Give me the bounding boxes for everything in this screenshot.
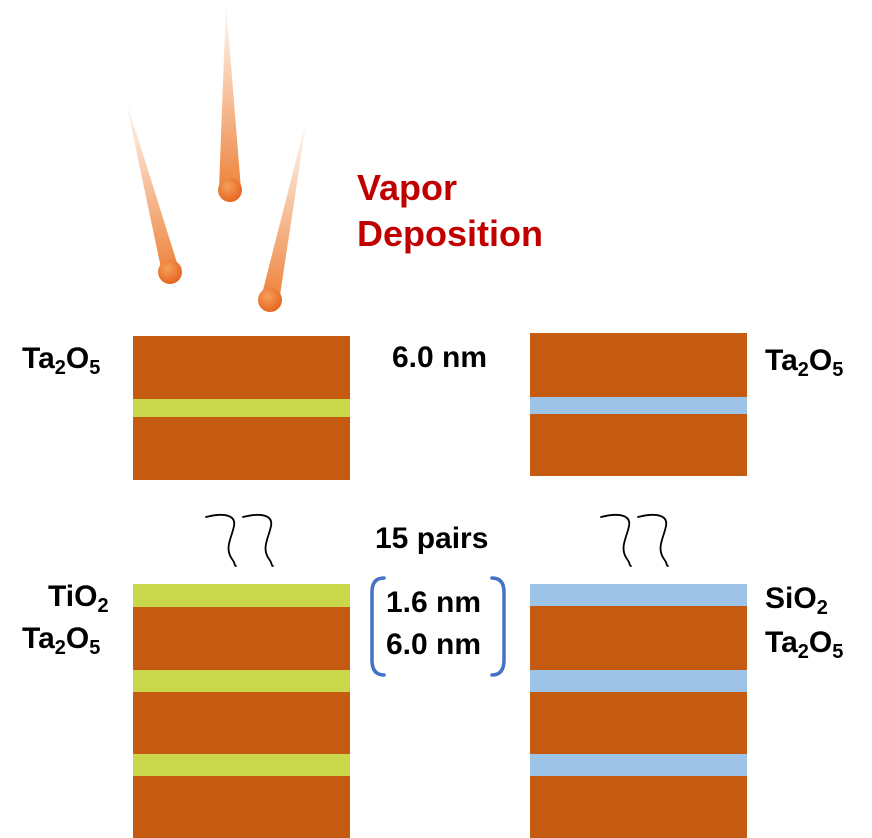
diagram-title: Vapor Deposition: [357, 165, 543, 257]
thin-layer-thickness-label: 1.6 nm: [386, 586, 482, 619]
title-line-1: Vapor: [357, 167, 458, 208]
tio2-layer: [133, 399, 350, 417]
label-bottom-right-sio2: SiO2: [765, 582, 828, 619]
ta2o5-layer: [133, 692, 350, 754]
ta2o5-layer: [133, 417, 350, 480]
ta2o5-layer: [530, 692, 747, 754]
title-line-2: Deposition: [357, 213, 543, 254]
ta2o5-layer: [530, 414, 747, 476]
particle-beam-icon: [258, 117, 307, 312]
ta2o5-layer: [133, 336, 350, 399]
break-mark-icon: [600, 513, 669, 567]
bracket-icon: [370, 576, 506, 677]
break-mark-icon: [205, 513, 274, 567]
label-top-right-ta2o5: Ta2O5: [765, 344, 844, 381]
label-bottom-left-ta2o5: Ta2O5: [22, 622, 101, 659]
tio2-layer: [133, 754, 350, 776]
tio2-layer: [133, 584, 350, 607]
ta2o5-layer: [530, 606, 747, 670]
label-bottom-right-ta2o5: Ta2O5: [765, 626, 844, 663]
sio2-layer: [530, 584, 747, 606]
particle-beam-icon: [218, 2, 242, 202]
label-bottom-left-tio2: TiO2: [48, 580, 109, 617]
ta2o5-layer: [133, 776, 350, 838]
ta2o5-layer: [133, 607, 350, 670]
top-thickness-label: 6.0 nm: [392, 341, 488, 374]
sio2-layer: [530, 670, 747, 692]
sio2-layer: [530, 397, 747, 414]
ta2o5-layer: [530, 333, 747, 397]
pairs-label: 15 pairs: [375, 522, 489, 555]
label-top-left-ta2o5: Ta2O5: [22, 342, 101, 379]
particle-beam-icon: [125, 97, 182, 284]
tio2-layer: [133, 670, 350, 692]
thick-layer-thickness-label: 6.0 nm: [386, 628, 482, 661]
sio2-layer: [530, 754, 747, 776]
ta2o5-layer: [530, 776, 747, 838]
